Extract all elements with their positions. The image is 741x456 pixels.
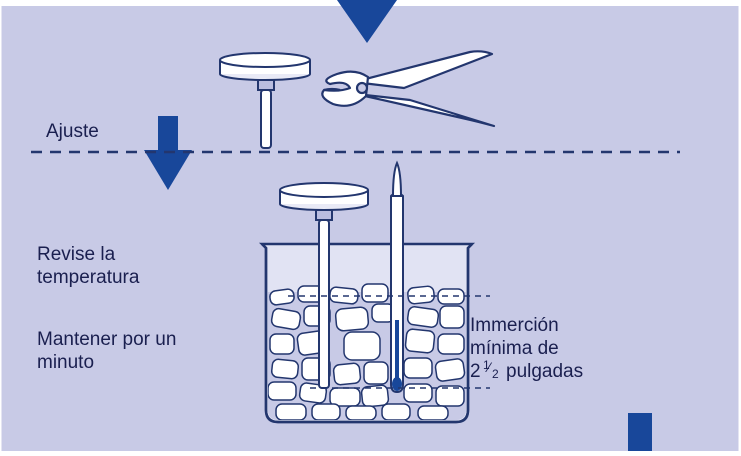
check-temperature-line-1: Revise la [37, 244, 116, 265]
adjust-label: Ajuste [46, 121, 99, 142]
thermometer-beaker-icon [279, 182, 369, 389]
pliers-icon [321, 50, 496, 128]
immersion-frac-den: 2 [492, 367, 499, 381]
thermometer-top-icon [219, 52, 311, 149]
bottom-arrow-icon [628, 413, 652, 451]
immersion-line-2: mínima de [470, 338, 559, 359]
immersion-line-3: 2 [470, 360, 481, 383]
top-arrow-icon [337, 0, 397, 43]
mid-arrow-icon [144, 116, 192, 190]
immersion-frac-slash: ⁄ [488, 359, 491, 375]
hold-line-1: Mantener por un [37, 329, 177, 350]
immersion-whole: 2 [470, 361, 481, 382]
glass-thermometer-icon [390, 160, 404, 394]
check-temperature-line-2: temperatura [37, 267, 140, 288]
immersion-unit: pulgadas [506, 361, 584, 382]
hold-line-2: minuto [37, 352, 95, 373]
beaker-icon [258, 242, 476, 424]
immersion-label: Immerción mínima de [470, 314, 559, 360]
check-temperature-label: Revise la temperatura [37, 243, 139, 289]
immersion-frac-num: 1 [483, 358, 490, 372]
hold-label: Mantener por un minuto [37, 328, 176, 374]
ice-icon [268, 283, 466, 420]
immersion-line-1: Immerción [470, 315, 559, 336]
